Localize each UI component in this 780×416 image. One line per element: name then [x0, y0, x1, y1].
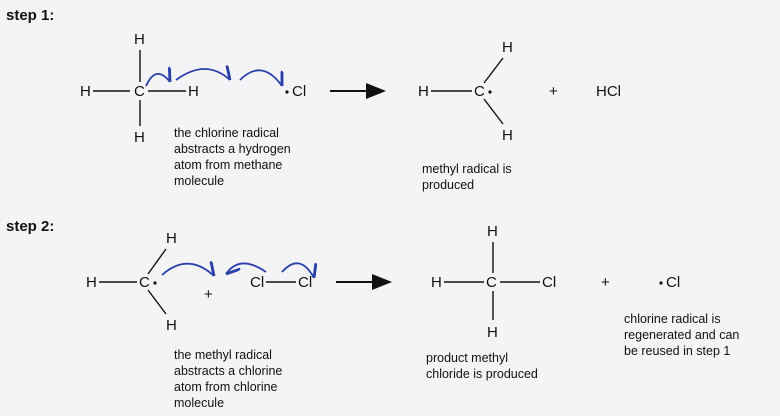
methyl-carbon: C	[474, 83, 485, 100]
step-1-product-caption-line-1: methyl radical is	[422, 162, 512, 176]
step-1-caption: the chlorine radical abstracts a hydroge…	[174, 126, 291, 188]
fishhook-arrow-3	[239, 69, 282, 87]
methyl-h-left: H	[418, 83, 429, 100]
methane-molecule: H H C H H	[80, 31, 199, 146]
step-1-product-caption: methyl radical is produced	[422, 162, 512, 192]
methane-h-bottom: H	[134, 129, 145, 146]
methyl-h-top: H	[502, 39, 513, 56]
fishhook-arrow-4	[161, 264, 214, 277]
fishhook-arrow-6	[281, 262, 314, 279]
product-h-top: H	[487, 223, 498, 240]
step-1-product-caption-line-2: produced	[422, 178, 474, 192]
methyl-radical-dot	[488, 90, 492, 94]
step-2-caption-line-4: molecule	[174, 396, 224, 410]
step-2-byproduct-caption: chlorine radical is regenerated and can …	[624, 312, 739, 358]
plus-sign-step-2-products: +	[601, 274, 610, 291]
step-2-byproduct-caption-line-1: chlorine radical is	[624, 312, 721, 326]
plus-sign-step-1: +	[549, 83, 558, 100]
hcl-byproduct: HCl	[596, 83, 621, 100]
product-chlorine: Cl	[542, 274, 556, 291]
step-1-caption-line-4: molecule	[174, 174, 224, 188]
bond-methyl-h-top	[483, 57, 504, 84]
product-h-bottom: H	[487, 324, 498, 341]
step-2-byproduct-caption-line-3: be reused in step 1	[624, 344, 730, 358]
reactant-methyl-h-left: H	[86, 274, 97, 291]
methyl-radical-reactant: H C H H	[86, 230, 177, 334]
chlorine-molecule: Cl Cl	[250, 274, 312, 291]
chlorine-atom-2: Cl	[298, 274, 312, 291]
plus-sign-step-2-reactants: +	[204, 286, 213, 303]
chlorine-atom-1: Cl	[250, 274, 264, 291]
reactant-methyl-h-bottom: H	[166, 317, 177, 334]
fishhook-arrow-1	[145, 74, 170, 87]
bond-reactant-methyl-h-bottom	[147, 289, 167, 315]
step-2-caption: the methyl radical abstracts a chlorine …	[174, 348, 282, 410]
methyl-h-bottom: H	[502, 127, 513, 144]
product-carbon: C	[486, 274, 497, 291]
reactant-methyl-radical-dot	[153, 281, 157, 285]
reactant-methyl-h-top: H	[166, 230, 177, 247]
step-1-label: step 1:	[6, 7, 54, 24]
step-2-byproduct-caption-line-2: regenerated and can	[624, 328, 739, 342]
bond-methyl-h-bottom	[483, 98, 504, 125]
step-1-caption-line-3: atom from methane	[174, 158, 282, 172]
chlorine-radical-dot	[285, 90, 289, 94]
step-2-caption-line-3: atom from chlorine	[174, 380, 278, 394]
fishhook-arrow-2	[175, 69, 230, 81]
chlorine-radical-product: Cl	[666, 274, 680, 291]
chlorine-radical-product-dot	[659, 281, 663, 285]
chlorine-radical-reactant: Cl	[292, 83, 306, 100]
step-2-product-caption-line-2: chloride is produced	[426, 367, 538, 381]
step-1-caption-line-1: the chlorine radical	[174, 126, 279, 140]
methyl-chloride-product: H H C Cl H	[431, 223, 556, 341]
methane-h-left: H	[80, 83, 91, 100]
bond-reactant-methyl-h-top	[147, 248, 167, 275]
step-2-product-caption-line-1: product methyl	[426, 351, 508, 365]
step-1-caption-line-2: abstracts a hydrogen	[174, 142, 291, 156]
step-2-product-caption: product methyl chloride is produced	[426, 351, 538, 381]
reactant-methyl-carbon: C	[139, 274, 150, 291]
step-2-caption-line-1: the methyl radical	[174, 348, 272, 362]
step-2-caption-line-2: abstracts a chlorine	[174, 364, 282, 378]
methane-h-right: H	[188, 83, 199, 100]
product-h-left: H	[431, 274, 442, 291]
methane-carbon: C	[134, 83, 145, 100]
fishhook-arrow-5	[225, 262, 267, 274]
step-2-label: step 2:	[6, 218, 54, 235]
methane-h-top: H	[134, 31, 145, 48]
methyl-radical-product: H C H H	[418, 39, 513, 144]
